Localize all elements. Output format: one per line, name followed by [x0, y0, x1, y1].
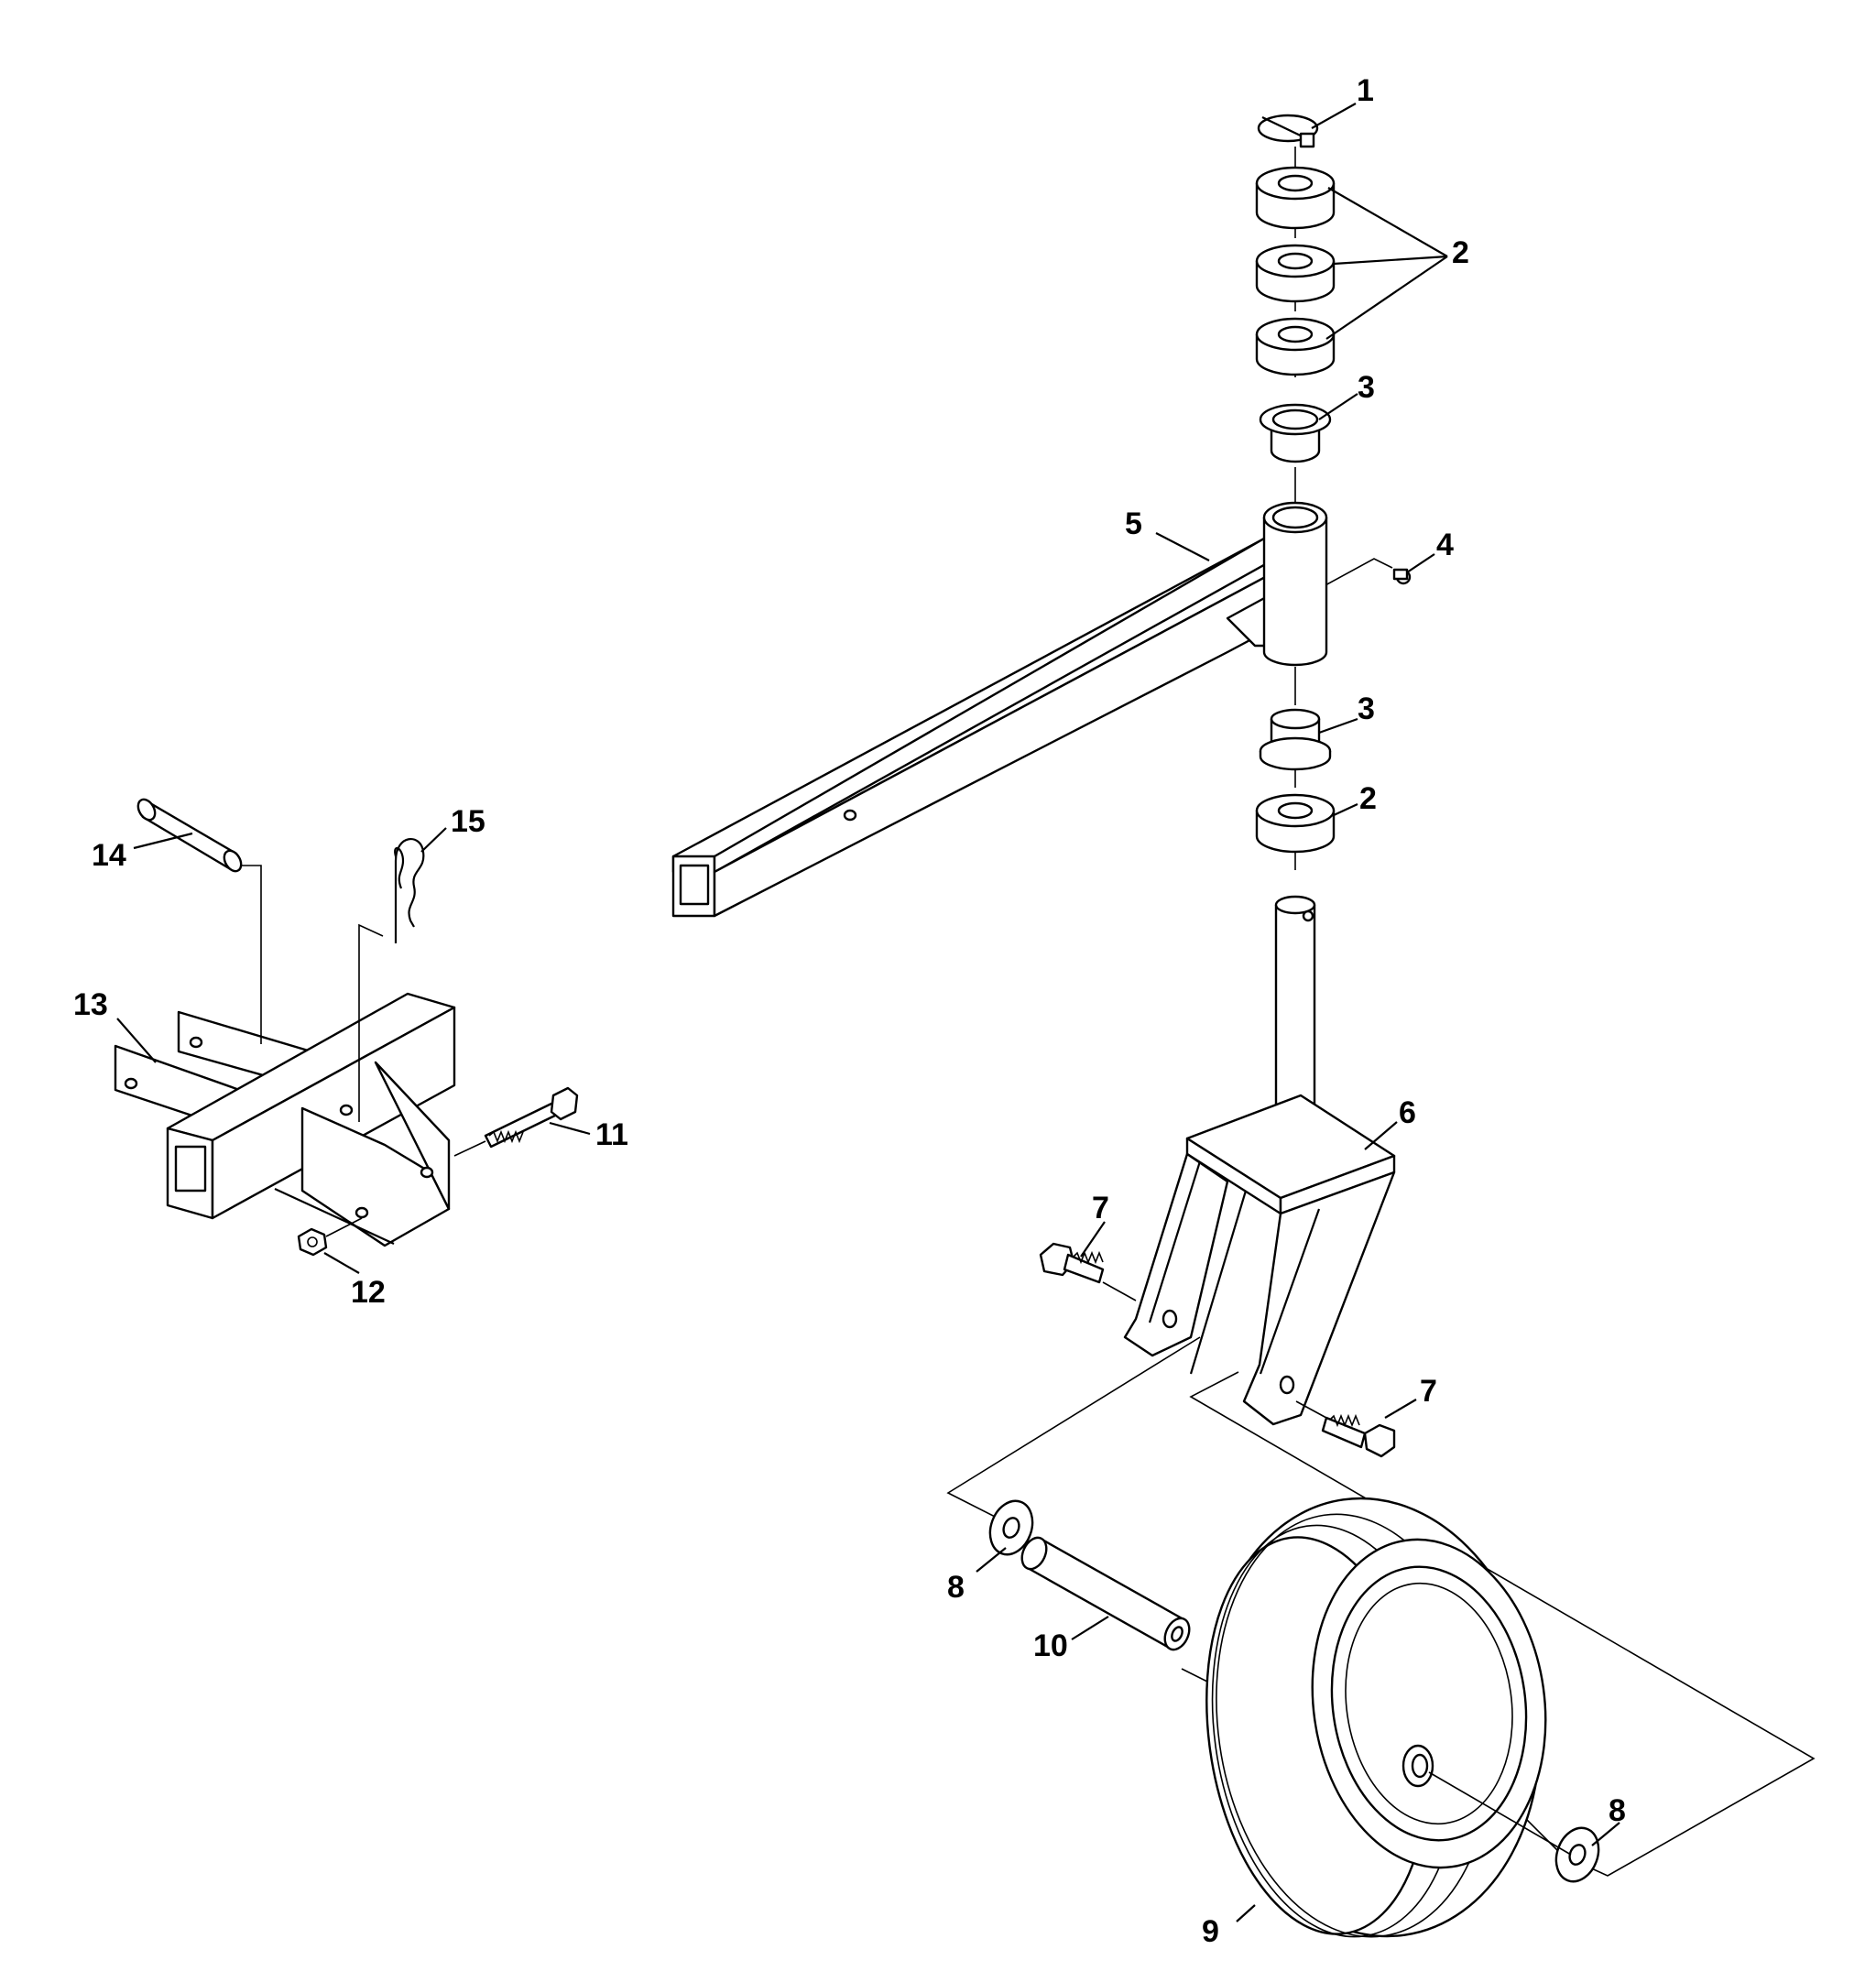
part-13-hitch-frame: [114, 865, 456, 1247]
callout-13: 13: [73, 987, 108, 1022]
callout-9: 9: [1202, 1914, 1219, 1949]
callout-3-upper: 3: [1358, 370, 1375, 405]
part-9-wheel: [1205, 1497, 1572, 1938]
part-1-pin: [1257, 114, 1319, 148]
callout-8-left: 8: [947, 1570, 965, 1605]
callout-3-lower: 3: [1358, 692, 1375, 726]
callout-5: 5: [1125, 506, 1142, 541]
callout-7-upper: 7: [1092, 1191, 1109, 1225]
callout-6: 6: [1399, 1095, 1416, 1130]
callout-14: 14: [92, 838, 126, 873]
callout-numbers: 1 2 2 3 3 4 5 6 7 7 8 8 9 10 11 12 13 14…: [73, 73, 1626, 1949]
part-15-hairpin-clip: [394, 837, 425, 943]
callout-15: 15: [451, 804, 485, 839]
callout-2-lower: 2: [1359, 781, 1377, 816]
callout-1: 1: [1357, 73, 1374, 108]
part-12-hex-nut: [297, 1217, 363, 1257]
callout-4: 4: [1436, 528, 1454, 562]
callout-7-lower: 7: [1420, 1374, 1437, 1409]
part-7-bolts: [1039, 1242, 1396, 1458]
part-4-grease-fitting: [1392, 568, 1412, 585]
callout-10: 10: [1033, 1628, 1068, 1663]
part-8-washers: [988, 1499, 1600, 1883]
part-2-spacer-lower: [1255, 793, 1336, 854]
part-3-bushing-lower: [1259, 708, 1332, 771]
part-10-axle-sleeve: [1020, 1536, 1191, 1651]
part-11-hitch-bolt: [453, 1086, 579, 1157]
part-6-caster-fork: [1123, 895, 1396, 1426]
part-14-hitch-pin: [136, 798, 243, 873]
callout-11: 11: [595, 1117, 628, 1152]
part-5-arm: [671, 501, 1328, 918]
callout-12: 12: [351, 1275, 386, 1310]
callout-2-upper: 2: [1452, 235, 1469, 270]
callout-leaders: [116, 103, 1620, 1922]
part-2-spacers-upper: [1255, 166, 1336, 376]
callout-8-right: 8: [1609, 1793, 1626, 1828]
part-3-bushing-upper: [1259, 403, 1332, 463]
